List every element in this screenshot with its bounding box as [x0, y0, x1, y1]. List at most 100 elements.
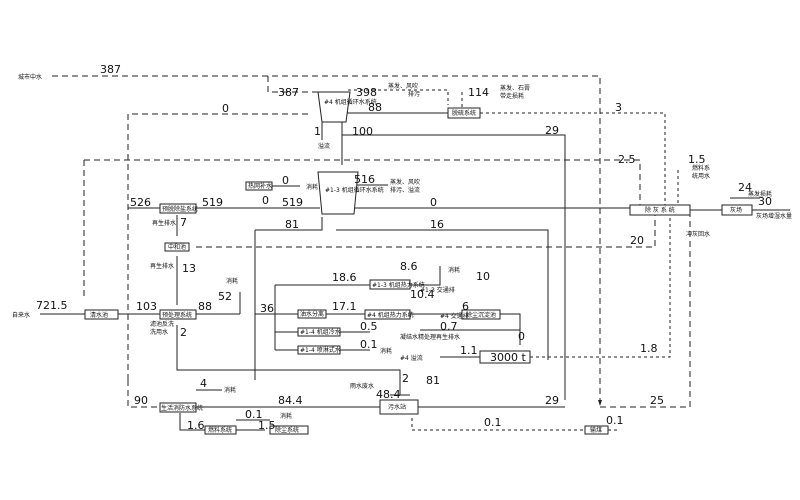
flow-value-c0-1b: 0.1 [484, 416, 502, 429]
label-evap-wind-sewage-2: 排污 [408, 90, 420, 98]
flow-value-c6: 6 [462, 300, 469, 313]
label-evap-gypsum-1: 蒸发、石膏 [500, 84, 530, 92]
label-oil-water: 油水分离 [300, 310, 324, 318]
label-evap-gypsum-2: 带走损耗 [500, 92, 524, 100]
flow-value-c1-8: 1.8 [640, 342, 658, 355]
coal-system-box: 输煤 [584, 425, 609, 435]
label-sewage-overflow: 排污、溢流 [390, 186, 420, 194]
unit4-thermal-box: #4 机组热力系统 [364, 309, 414, 320]
label-ash-sys: 除 灰 系 统 [645, 206, 675, 214]
flow-value-c81b: 81 [426, 374, 440, 387]
flow-value-c0e: 0 [518, 330, 525, 343]
unit13-circulation-box: #1-3 机组循环水系统 [317, 171, 384, 215]
flow-value-c16: 16 [430, 218, 444, 231]
dust-pool-box: 除尘沉淀池 [461, 309, 501, 320]
pre-treat-box: 预处理系统 [159, 309, 197, 320]
label-mid-pool: 中和池 [168, 243, 186, 251]
label-hydro-sys: 除尘系统 [275, 426, 299, 434]
flow-value-c7: 7 [180, 216, 187, 229]
label-tank3000: 3000 t [490, 351, 526, 364]
label-consumption: 消耗 [224, 386, 236, 394]
flow-value-c2a: 2 [180, 326, 187, 339]
unit4-circulation-box: #4 机组循环水系统 [317, 91, 377, 123]
label-tap-water: 自来水 [12, 311, 30, 319]
label-unit4-thermal: #4 机组热力系统 [367, 311, 414, 319]
label-ash-evap: 蒸发损耗 [748, 190, 772, 198]
flow-value-c10: 10 [476, 270, 490, 283]
flow-value-c36: 36 [260, 302, 274, 315]
water-tank-box: #1-4 机组冷水 [297, 327, 341, 337]
flow-value-c17-1: 17.1 [332, 300, 357, 313]
flow-value-c90: 90 [134, 394, 148, 407]
label-clear-pool: 清水池 [90, 311, 108, 319]
flow-value-c1-5b: 1.5 [258, 419, 276, 432]
unit13-thermal-box: #1-3 机组热力系统 [369, 279, 425, 290]
label-cooling-back: 冲灰回水 [686, 230, 710, 238]
label-regen-sewage: 再生排水 [152, 219, 176, 227]
flow-value-c0-7: 0.7 [440, 320, 458, 333]
label-coal-spray-1: 燃料系 [692, 164, 710, 172]
flow-value-c0-1c: 0.1 [245, 408, 263, 421]
flow-value-c1: 1 [314, 125, 321, 138]
label-unit4-cool: #4 交通排 [440, 312, 469, 320]
flow-value-c721-5: 721.5 [36, 299, 68, 312]
label-consumption: 消耗 [280, 412, 292, 420]
flow-value-c30: 30 [758, 195, 772, 208]
label-coal-spray-2: 统用水 [692, 172, 710, 180]
flow-value-c88b: 88 [198, 300, 212, 313]
flow-value-c20: 20 [630, 234, 644, 247]
label-ash-cooling-2: 灰场增湿水量 [756, 212, 792, 220]
label-unit4-overflow: #4 溢流 [400, 354, 423, 362]
thermal-supply-box: 热网补水 [245, 181, 273, 191]
flow-value-c18-6: 18.6 [332, 271, 357, 284]
label-regen-drain: 再生排水 [150, 262, 174, 270]
flow-value-c100: 100 [352, 125, 373, 138]
label-overflow: 溢流 [318, 142, 330, 150]
label-desulf: 脱硫系统 [452, 109, 476, 117]
label-dust-sys: 输煤 [590, 426, 602, 434]
flow-value-c114: 114 [468, 86, 489, 99]
label-ash-yard: 灰场 [730, 206, 742, 214]
flow-value-c29a: 29 [545, 124, 559, 137]
flow-value-c103: 103 [136, 300, 157, 313]
flow-value-c24: 24 [738, 181, 752, 194]
label-evap-wind-sewage-1: 蒸发、风吹 [388, 82, 418, 90]
hydro-system-box: 除尘系统 [269, 425, 309, 435]
flow-value-c13: 13 [182, 262, 196, 275]
flow-value-c4: 4 [200, 377, 207, 390]
flow-value-c1-1: 1.1 [460, 344, 478, 357]
flow-value-c0b: 0 [282, 174, 289, 187]
label-backwash-self: 滤池反洗 [150, 320, 174, 328]
label-unit4-circ: #4 机组循环水系统 [324, 98, 377, 106]
flow-value-c0-5: 0.5 [360, 320, 378, 333]
ash-spray-box: #1-4 喷淋式水 [297, 345, 341, 355]
line-city-water [52, 75, 601, 405]
flow-value-c48-4: 48.4 [376, 388, 401, 401]
flow-value-c2-5: 2.5 [618, 153, 636, 166]
label-ash-spray: #1-4 喷淋式水 [300, 346, 341, 354]
label-consumption: 消耗 [380, 347, 392, 355]
flow-value-c1-6: 1.6 [187, 419, 205, 432]
flow-value-c526: 526 [130, 196, 151, 209]
flow-value-c8-6: 8.6 [400, 260, 418, 273]
label-chem-water: 预脱除盐系统 [162, 205, 198, 213]
fire-system-box: 生活消防水系统 [159, 402, 203, 413]
flow-value-c25: 25 [650, 394, 664, 407]
label-water-tank: #1-4 机组冷水 [300, 328, 341, 336]
label-rain-water: 雨水废水 [350, 382, 374, 390]
flow-value-c10-4: 10.4 [410, 288, 435, 301]
fuel-system-box: 燃料系统 [204, 425, 237, 435]
flow-value-c0a: 0 [222, 102, 229, 115]
label-unit3-cool: #1-3 交通排 [420, 286, 455, 294]
label-dust-pool: 除尘沉淀池 [466, 311, 496, 319]
label-pre-treat: 预处理系统 [162, 311, 192, 319]
flow-value-c2b: 2 [402, 372, 409, 385]
label-consumption: 消耗 [448, 266, 460, 274]
label-city-water: 城市中水 [18, 73, 42, 81]
label-thermal-supply: 热网补水 [248, 182, 272, 190]
sewage-station-box: 污水站 [379, 399, 419, 415]
label-sewage-sta: 污水站 [388, 403, 406, 411]
flow-value-c0-1d: 0.1 [606, 414, 624, 427]
flow-value-c29b: 29 [545, 394, 559, 407]
